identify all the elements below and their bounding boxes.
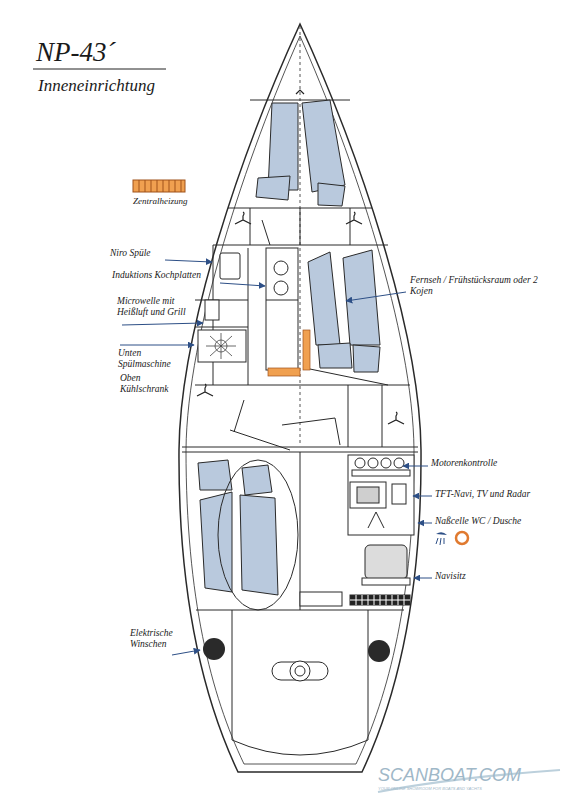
watermark: SCANBOAT.COM xyxy=(378,765,528,787)
ring-icon xyxy=(456,532,468,544)
callout-label: Zentralheizung xyxy=(133,196,223,207)
cockpit xyxy=(203,638,390,681)
callout-label: Unten Spülmaschine xyxy=(118,348,182,371)
callout-label: Navisitz xyxy=(435,571,515,582)
leader-arrows xyxy=(120,260,432,655)
hanger-symbols xyxy=(197,90,404,424)
subtitle: Inneneinrichtung xyxy=(38,76,238,96)
bulkheads xyxy=(182,100,418,452)
callout-label: Oben Kühlschrank xyxy=(120,373,184,396)
callout-label: TFT-Navi, TV und Radar xyxy=(435,489,560,500)
callout-label: Niro Spüle xyxy=(110,248,200,259)
title: NP-43´ xyxy=(36,36,115,68)
callout-label: Elektrische Winschen xyxy=(130,628,192,651)
galley xyxy=(198,248,298,370)
watermark-tagline: YOUR ONLINE SHOWROOM FOR BOATS AND YACHT… xyxy=(378,787,568,792)
callout-label: Naßcelle WC / Dusche xyxy=(435,516,560,527)
callout-label: Microwelle mit Heißluft und Grill xyxy=(117,296,199,319)
shower-icon xyxy=(436,532,447,545)
callout-label: Motorenkontrolle xyxy=(431,458,541,469)
title-rule xyxy=(33,69,166,70)
hull xyxy=(179,24,421,772)
steps xyxy=(268,330,310,376)
callout-label: Fernseh / Frühstücksraum oder 2 Kojen xyxy=(410,275,550,298)
callout-label: Induktions Kochplatten xyxy=(112,270,252,281)
heater-icon xyxy=(133,180,185,192)
nav-station xyxy=(348,455,414,605)
